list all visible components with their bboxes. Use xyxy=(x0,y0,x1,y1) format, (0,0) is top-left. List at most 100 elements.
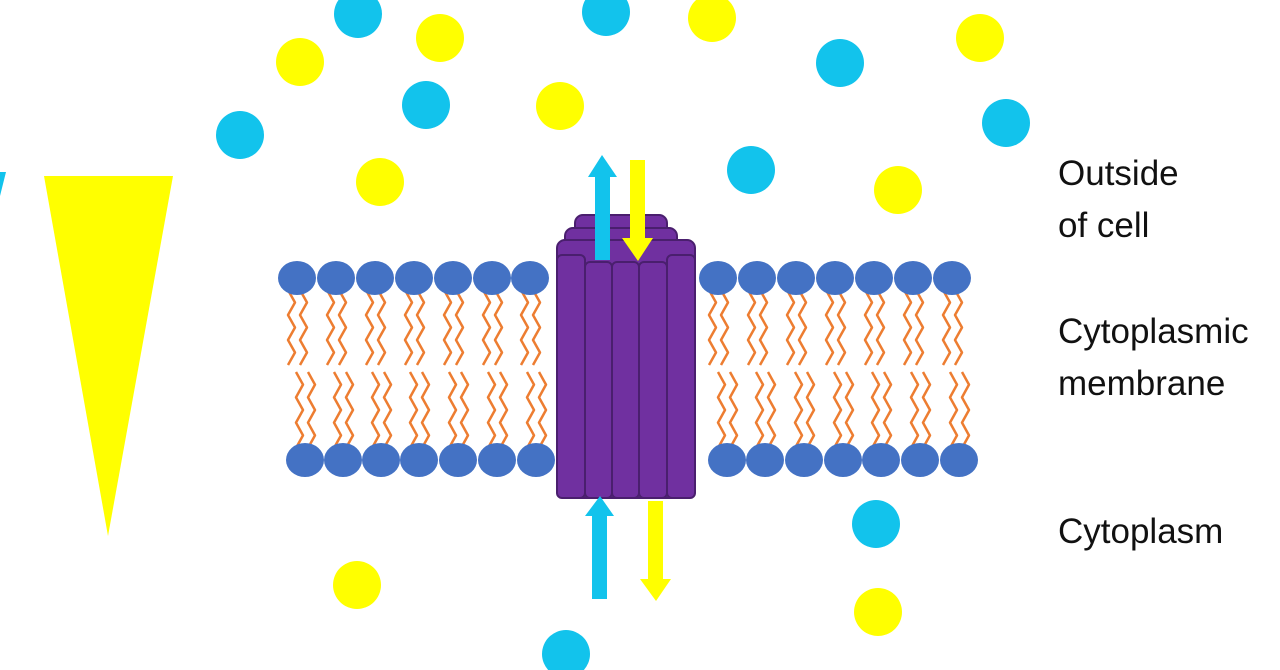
lipid-head xyxy=(356,261,394,295)
lipid-head xyxy=(434,261,472,295)
transporter-column-2 xyxy=(584,261,613,499)
label-membrane-line-2: membrane xyxy=(1058,364,1226,403)
yellow-particle xyxy=(956,14,1004,62)
blue-particle xyxy=(402,81,450,129)
transporter-column-4 xyxy=(638,261,668,499)
lipid-tail xyxy=(941,289,952,366)
blue-particle xyxy=(334,0,382,38)
transporter-column-3 xyxy=(611,261,640,499)
lipid-head xyxy=(511,261,549,295)
lipid-head xyxy=(855,261,893,295)
lipid-tail xyxy=(415,289,426,366)
yellow-particle xyxy=(874,166,922,214)
lipid-tail xyxy=(481,289,492,366)
lipid-tail xyxy=(306,371,317,449)
lipid-head xyxy=(746,443,784,477)
lipid-tail xyxy=(754,371,765,449)
lipid-tail xyxy=(844,371,855,449)
blue-particle xyxy=(816,39,864,87)
lipid-tail xyxy=(370,371,381,449)
lipid-tail xyxy=(537,371,548,449)
lipid-tail xyxy=(325,289,336,366)
lipid-tail xyxy=(793,371,804,449)
blue-arrow-top xyxy=(588,155,617,260)
lipid-tail xyxy=(332,371,343,449)
lipid-tail xyxy=(882,371,893,449)
yellow-particle xyxy=(356,158,404,206)
blue-particle xyxy=(582,0,630,36)
lipid-tail xyxy=(447,371,458,449)
lipid-head xyxy=(738,261,776,295)
lipid-tail xyxy=(403,289,414,366)
lipid-tail xyxy=(719,289,730,366)
label-cytoplasmic-membrane: Cytoplasmic membrane xyxy=(1058,306,1249,410)
label-cytoplasm-line-1: Cytoplasm xyxy=(1058,512,1224,551)
label-outside-line-1: Outside xyxy=(1058,154,1179,193)
lipid-head xyxy=(278,261,316,295)
lipid-tail xyxy=(758,289,769,366)
lipid-tail xyxy=(953,289,964,366)
label-membrane-line-1: Cytoplasmic xyxy=(1058,312,1249,351)
yellow-particle xyxy=(276,38,324,86)
blue-particle xyxy=(982,99,1030,147)
lipid-head xyxy=(395,261,433,295)
lipid-tail xyxy=(493,289,504,366)
lipid-tail xyxy=(376,289,387,366)
lipid-head xyxy=(933,261,971,295)
concentration-gradient-triangle xyxy=(44,176,173,536)
lipid-tail xyxy=(486,371,497,449)
lipid-tail xyxy=(498,371,509,449)
yellow-arrow-top xyxy=(622,160,653,261)
lipid-head xyxy=(317,261,355,295)
transporter-protein xyxy=(556,214,696,499)
lipid-head xyxy=(862,443,900,477)
lipid-tail xyxy=(525,371,536,449)
blue-particle xyxy=(727,146,775,194)
edge-partial-shape xyxy=(0,172,6,196)
lipid-head xyxy=(699,261,737,295)
lipid-tail xyxy=(914,289,925,366)
lipid-tail xyxy=(863,289,874,366)
lipid-head xyxy=(785,443,823,477)
lipid-head xyxy=(777,261,815,295)
lipid-head xyxy=(824,443,862,477)
lipid-head xyxy=(708,443,746,477)
lipid-tail xyxy=(298,289,309,366)
lipid-tail xyxy=(408,371,419,449)
label-outside-of-cell: Outside of cell xyxy=(1058,148,1179,252)
lipid-head xyxy=(816,261,854,295)
lipid-head xyxy=(400,443,438,477)
lipid-tail xyxy=(531,289,542,366)
blue-arrow-bottom xyxy=(585,496,614,599)
blue-particle xyxy=(852,500,900,548)
yellow-arrow-bottom xyxy=(640,501,671,601)
lipid-tail xyxy=(707,289,718,366)
lipid-tail xyxy=(948,371,959,449)
lipid-tail xyxy=(519,289,530,366)
lipid-head xyxy=(894,261,932,295)
label-outside-line-2: of cell xyxy=(1058,206,1150,245)
lipid-tail xyxy=(364,289,375,366)
lipid-tail xyxy=(337,289,348,366)
transporter-column-5 xyxy=(666,254,696,499)
particles xyxy=(216,0,1030,670)
blue-particle xyxy=(542,630,590,670)
yellow-particle xyxy=(688,0,736,42)
yellow-particle xyxy=(536,82,584,130)
yellow-particle xyxy=(854,588,902,636)
lipid-tail xyxy=(921,371,932,449)
lipid-tail xyxy=(870,371,881,449)
lipid-head xyxy=(362,443,400,477)
lipid-tail xyxy=(382,371,393,449)
lipid-head xyxy=(286,443,324,477)
lipid-tail xyxy=(785,289,796,366)
yellow-particle xyxy=(333,561,381,609)
lipid-head xyxy=(901,443,939,477)
lipid-heads xyxy=(278,261,978,477)
lipid-head xyxy=(473,261,511,295)
lipid-tail xyxy=(286,289,297,366)
lipid-tail xyxy=(797,289,808,366)
lipid-tail xyxy=(909,371,920,449)
lipid-tail xyxy=(805,371,816,449)
